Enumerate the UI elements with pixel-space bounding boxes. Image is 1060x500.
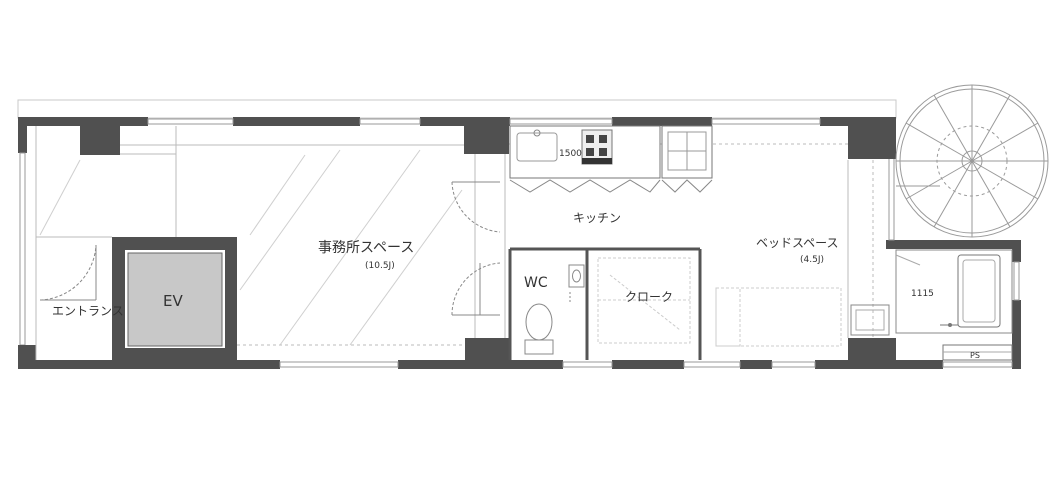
wash-basin — [568, 264, 585, 288]
kitchen-counter — [509, 125, 713, 193]
faucet-icon — [533, 129, 541, 137]
kitchen-label: キッチン — [573, 211, 621, 225]
interior-walls — [508, 247, 702, 360]
kitchen-sink — [516, 132, 558, 162]
elevator-car — [127, 252, 223, 347]
entrance-label: エントランス — [52, 304, 124, 318]
bed-space-label: ベッドスペース — [756, 236, 839, 250]
elevator-shaft — [112, 237, 237, 360]
office-label: 事務所スペース — [318, 240, 414, 256]
bathtub — [957, 254, 1001, 328]
bed-size-label: (4.5J) — [800, 255, 824, 265]
kitchen-width-dimension: 1500 — [559, 149, 582, 159]
bed — [715, 287, 842, 347]
laundry-sink — [850, 304, 890, 336]
bed-headboard — [715, 287, 741, 347]
windows — [19, 118, 1020, 368]
bath-width-dimension: 1115 — [911, 289, 934, 299]
roof-outline — [17, 99, 897, 119]
wc-label: WC — [524, 275, 548, 291]
structural-columns — [18, 117, 896, 369]
doors — [39, 181, 501, 316]
spiral-staircase — [895, 84, 1049, 238]
elevator-label: EV — [163, 292, 183, 310]
wc-fixtures — [524, 264, 585, 355]
pipe-shaft-label: PS — [970, 351, 980, 360]
bathroom — [895, 249, 1013, 334]
office-size-label: (10.5J) — [365, 261, 395, 271]
closet-interior — [597, 257, 691, 344]
glass-hatching — [39, 149, 463, 346]
partition-lines — [35, 126, 874, 360]
toilet-icon — [524, 339, 554, 355]
closet-label: クローク — [625, 290, 673, 304]
stove-label: ㅡ ㅡ — [585, 159, 594, 164]
